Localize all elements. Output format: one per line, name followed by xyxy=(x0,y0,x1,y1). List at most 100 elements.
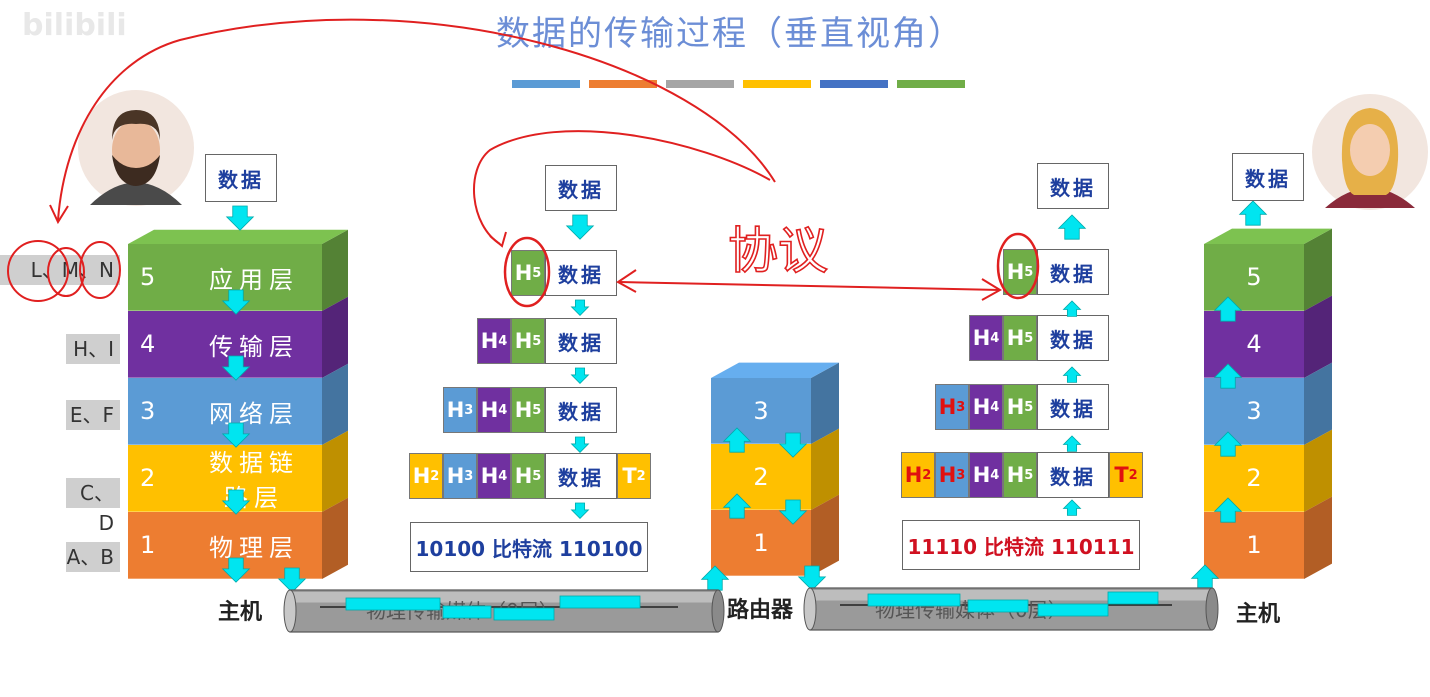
left-host-label: 主机 xyxy=(218,600,263,625)
annotation-text: 协议 xyxy=(728,222,828,280)
down-arrow xyxy=(221,289,251,315)
header-subscript: 2 xyxy=(922,467,932,483)
up-arrow xyxy=(700,565,730,591)
bitstream-box: 10100 比特流 110100 xyxy=(410,522,648,572)
header-letter: H xyxy=(480,329,499,353)
color-stripe xyxy=(589,80,657,88)
router-layer-side xyxy=(811,494,839,576)
data-box: 数据 xyxy=(205,154,277,202)
right-host-layer-side xyxy=(1304,429,1332,512)
down-arrow xyxy=(797,565,827,591)
header-letter: H xyxy=(972,395,991,419)
layer-number: 2 xyxy=(1246,464,1262,492)
right-host-layer: 4 xyxy=(1204,311,1304,378)
header-subscript: 5 xyxy=(532,265,542,281)
left-host-top-face xyxy=(128,229,348,244)
up-arrow xyxy=(722,493,752,519)
up-arrow xyxy=(722,427,752,453)
layer-name: 数据链路层 xyxy=(209,449,299,512)
data-box: 数据 xyxy=(545,387,617,433)
header-subscript: 3 xyxy=(956,467,966,483)
down-arrow xyxy=(570,502,590,519)
header-letter: H xyxy=(938,395,957,419)
header-subscript: 5 xyxy=(532,468,542,484)
layer-number: 1 xyxy=(1246,531,1262,559)
layer-number: 2 xyxy=(753,462,769,491)
sender-avatar xyxy=(78,90,194,206)
pipe-end xyxy=(711,589,725,633)
color-stripe xyxy=(820,80,888,88)
header-letter: H xyxy=(446,398,465,422)
side-label: E、F xyxy=(66,400,120,430)
color-stripe xyxy=(512,80,580,88)
header-subscript: 5 xyxy=(1024,330,1034,346)
left-host-layer-side xyxy=(322,497,348,579)
header-subscript: 4 xyxy=(498,402,508,418)
signal-bar xyxy=(493,607,555,621)
right-host-layer: 5 xyxy=(1204,244,1304,311)
down-arrow xyxy=(221,489,251,515)
router-label: 路由器 xyxy=(727,598,794,623)
up-arrow xyxy=(1213,497,1243,523)
left-host-layer-side xyxy=(322,229,348,311)
watermark: bilibili xyxy=(22,8,127,43)
layer-name: 应用层 xyxy=(209,265,299,294)
header-letter: H xyxy=(514,398,533,422)
header-subscript: 3 xyxy=(464,402,474,418)
right-host-layer-side xyxy=(1304,295,1332,378)
up-arrow xyxy=(1062,300,1082,317)
down-arrow xyxy=(565,214,595,240)
left-host-layer-side xyxy=(322,363,348,445)
down-arrow xyxy=(778,432,808,458)
header-subscript: 4 xyxy=(990,399,1000,415)
down-arrow xyxy=(221,557,251,583)
header-subscript: 5 xyxy=(1024,467,1034,483)
layer-name: 传输层 xyxy=(209,332,299,361)
layer-number: 4 xyxy=(140,330,156,358)
down-arrow xyxy=(277,567,307,593)
medium-left xyxy=(283,589,725,633)
header-letter: H xyxy=(446,464,465,488)
annotation-loop xyxy=(473,130,771,245)
header-subscript: 4 xyxy=(990,467,1000,483)
header-letter: H xyxy=(514,464,533,488)
header-subscript: 3 xyxy=(464,468,474,484)
side-label: L、M、N xyxy=(0,255,120,285)
header-letter: H xyxy=(412,464,431,488)
signal-bar xyxy=(345,597,441,611)
pipe-end xyxy=(283,589,297,633)
page-title: 数据的传输过程（垂直视角） xyxy=(496,14,964,54)
right-host-layer: 3 xyxy=(1204,378,1304,445)
router-layer-side xyxy=(811,362,839,444)
trailer-subscript: 2 xyxy=(636,468,646,484)
data-box: 数据 xyxy=(545,165,617,211)
trailer-letter: T xyxy=(622,464,637,488)
header-subscript: 4 xyxy=(498,333,508,349)
layer-number: 3 xyxy=(1246,397,1262,425)
data-box: 数据 xyxy=(1037,315,1109,361)
receiver-avatar xyxy=(1312,94,1428,210)
data-box: 数据 xyxy=(545,250,617,296)
color-stripe xyxy=(897,80,965,88)
signal-bar xyxy=(442,605,492,619)
color-stripe xyxy=(666,80,734,88)
right-host-layer-side xyxy=(1304,496,1332,579)
header-letter: H xyxy=(972,326,991,350)
signal-bar xyxy=(1107,591,1159,605)
up-arrow xyxy=(1213,296,1243,322)
left-host-layer-side xyxy=(322,296,348,378)
bitstream-box: 11110 比特流 110111 xyxy=(902,520,1140,570)
up-arrow xyxy=(1238,200,1268,226)
